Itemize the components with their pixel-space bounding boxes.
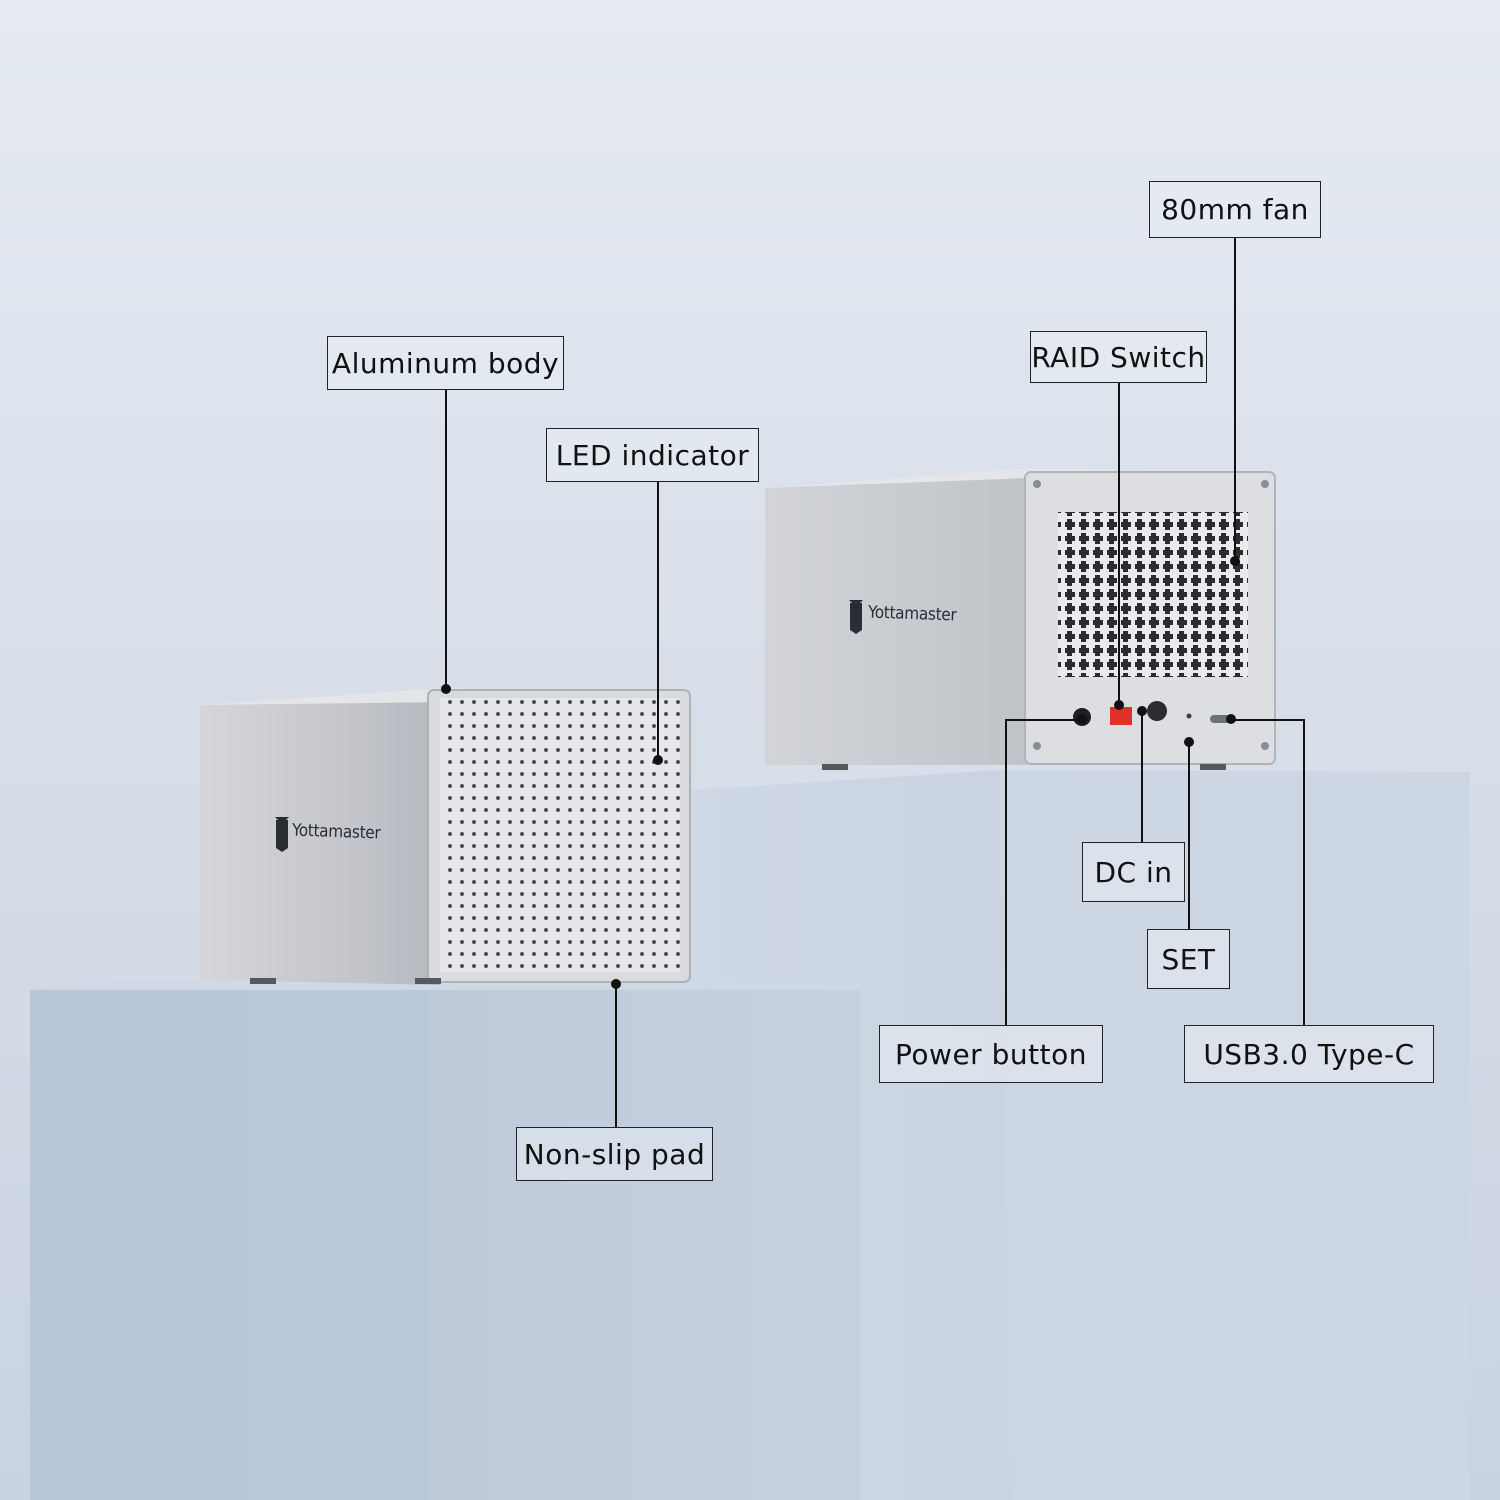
left-pedestal bbox=[30, 975, 860, 1500]
callout-dot-raid bbox=[1114, 700, 1124, 710]
callout-line-led bbox=[657, 481, 659, 761]
label-raid-switch: RAID Switch bbox=[1030, 331, 1207, 383]
label-80mm-fan: 80mm fan bbox=[1149, 181, 1321, 238]
callout-dot-nonslip bbox=[611, 979, 621, 989]
callout-dot-led bbox=[653, 755, 663, 765]
callout-line-raid bbox=[1118, 382, 1120, 705]
label-aluminum-body: Aluminum body bbox=[327, 336, 564, 390]
right-enclosure bbox=[765, 468, 1276, 770]
right-pedestal bbox=[690, 760, 1470, 1500]
label-set: SET bbox=[1147, 929, 1230, 989]
callout-line-power-h bbox=[1005, 719, 1083, 721]
label-led-indicator: LED indicator bbox=[546, 428, 759, 482]
brand-left: Yottamaster bbox=[291, 820, 381, 844]
callout-line-aluminum bbox=[445, 389, 447, 690]
callout-line-power-v bbox=[1005, 719, 1007, 1026]
callout-dot-usb bbox=[1226, 714, 1236, 724]
label-usb-type-c: USB3.0 Type-C bbox=[1184, 1025, 1434, 1083]
callout-line-usb-h bbox=[1231, 719, 1305, 721]
callout-dot-set bbox=[1184, 737, 1194, 747]
label-power-button: Power button bbox=[879, 1025, 1103, 1083]
callout-line-set bbox=[1188, 743, 1190, 930]
callout-line-dc bbox=[1141, 712, 1143, 843]
callout-dot-fan bbox=[1230, 556, 1240, 566]
label-dc-in: DC in bbox=[1082, 842, 1185, 902]
callout-line-nonslip bbox=[615, 985, 617, 1128]
callout-dot-aluminum bbox=[441, 684, 451, 694]
left-enclosure bbox=[200, 688, 691, 985]
callout-line-fan bbox=[1234, 237, 1236, 562]
brand-logo-right-icon bbox=[849, 600, 863, 634]
callout-dot-power bbox=[1077, 714, 1087, 724]
callout-line-usb-v bbox=[1303, 719, 1305, 1026]
brand-right: Yottamaster bbox=[867, 602, 957, 626]
label-non-slip-pad: Non-slip pad bbox=[516, 1127, 713, 1181]
brand-logo-left-icon bbox=[275, 817, 289, 852]
callout-dot-dc bbox=[1137, 706, 1147, 716]
